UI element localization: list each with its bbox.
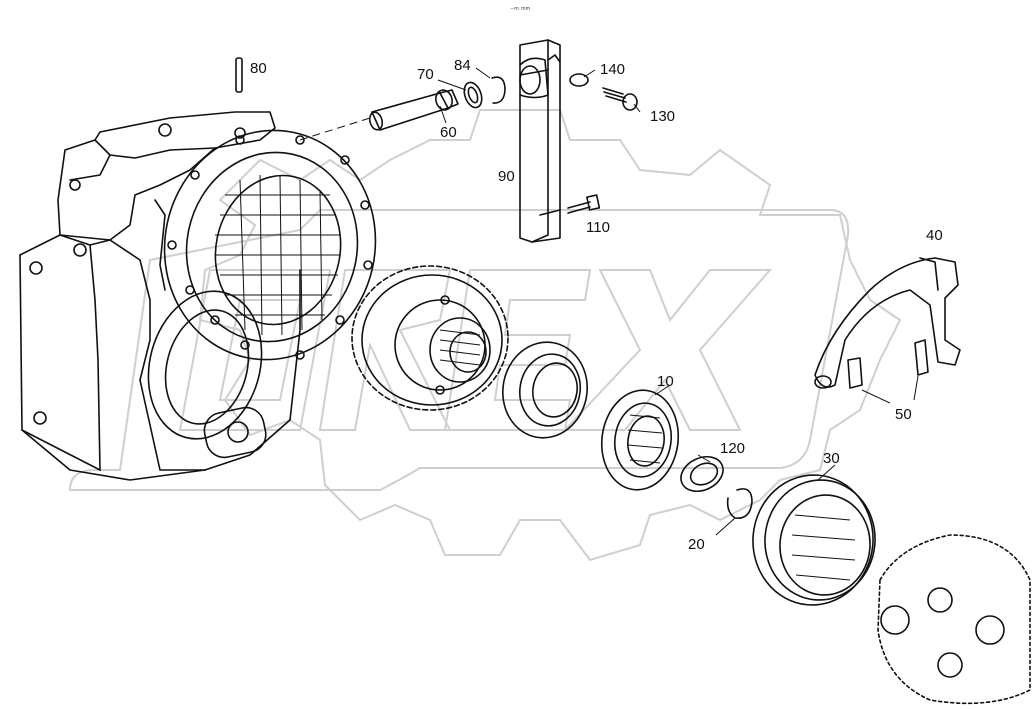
callout-130: 130 bbox=[650, 108, 675, 125]
callout-60: 60 bbox=[440, 124, 457, 141]
watermark-letters bbox=[178, 269, 773, 431]
callout-70: 70 bbox=[417, 66, 434, 83]
callout-30: 30 bbox=[823, 450, 840, 467]
callout-10: 10 bbox=[657, 373, 674, 390]
callout-140: 140 bbox=[600, 61, 625, 78]
callout-50: 50 bbox=[895, 406, 912, 423]
bearing bbox=[502, 341, 588, 439]
callout-40: 40 bbox=[926, 227, 943, 244]
callout-80: 80 bbox=[250, 60, 267, 77]
sleeve-30 bbox=[752, 474, 876, 606]
watermark-frame bbox=[68, 209, 850, 491]
pads-50 bbox=[847, 339, 929, 389]
callout-110: 110 bbox=[586, 219, 610, 236]
watermark bbox=[68, 109, 902, 562]
callout-90: 90 bbox=[498, 168, 515, 185]
shaft-60 bbox=[299, 89, 459, 141]
shift-fork-40 bbox=[814, 257, 961, 389]
washer-140 bbox=[569, 73, 589, 87]
washer-70 bbox=[463, 81, 483, 109]
spur-gear bbox=[351, 265, 509, 411]
hub-10 bbox=[600, 389, 680, 491]
gearbox-housing bbox=[19, 111, 301, 481]
ring-84 bbox=[491, 76, 506, 104]
pin-80 bbox=[235, 57, 243, 93]
header-mark: ⁻ᵐ ᵐᵐ bbox=[510, 5, 531, 14]
bolt-130 bbox=[602, 87, 638, 111]
planet-carrier bbox=[877, 534, 1031, 705]
bolt-110 bbox=[567, 194, 601, 214]
callout-20: 20 bbox=[688, 536, 705, 553]
ring-gear-flange bbox=[154, 129, 377, 361]
callout-120: 120 bbox=[720, 440, 745, 457]
washer-120 bbox=[680, 455, 724, 493]
callout-84: 84 bbox=[454, 57, 471, 74]
watermark-gear-outline bbox=[198, 109, 902, 562]
circlip-20 bbox=[726, 488, 753, 519]
bracket-90 bbox=[519, 39, 561, 243]
leader-lines bbox=[437, 67, 919, 536]
